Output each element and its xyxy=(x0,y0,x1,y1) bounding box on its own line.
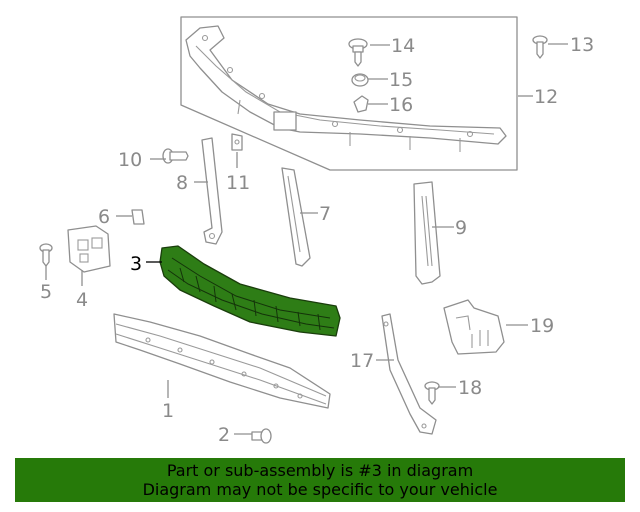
nut-part-15[interactable] xyxy=(351,73,369,87)
bumper-reinforcement-part-1[interactable] xyxy=(113,313,331,409)
bracket-part-8[interactable] xyxy=(201,137,223,245)
callout-9: 9 xyxy=(455,217,467,239)
bolt-part-5[interactable] xyxy=(39,243,53,267)
energy-absorber-part-3-highlighted[interactable] xyxy=(159,245,341,337)
callout-5: 5 xyxy=(40,281,52,303)
leader-lines xyxy=(45,43,568,435)
bracket-part-17[interactable] xyxy=(381,313,437,435)
upper-tie-bar-part-12[interactable] xyxy=(185,25,507,152)
banner-line-1: Part or sub-assembly is #3 in diagram xyxy=(166,461,474,480)
bolt-part-14[interactable] xyxy=(348,38,368,67)
callout-2: 2 xyxy=(218,424,230,446)
bolt-part-2[interactable] xyxy=(251,428,272,444)
bracket-part-4[interactable] xyxy=(67,225,111,273)
callout-6: 6 xyxy=(98,206,110,228)
banner-line-2: Diagram may not be specific to your vehi… xyxy=(142,480,498,499)
clip-part-6[interactable] xyxy=(131,209,145,225)
callout-12: 12 xyxy=(534,86,558,108)
bracket-part-7[interactable] xyxy=(281,167,311,267)
callout-7: 7 xyxy=(319,203,331,225)
bracket-part-9[interactable] xyxy=(413,181,441,285)
part-info-banner: Part or sub-assembly is #3 in diagram Di… xyxy=(15,458,625,502)
clip-part-11[interactable] xyxy=(231,133,243,151)
callout-15: 15 xyxy=(389,69,413,91)
bolt-part-18[interactable] xyxy=(424,381,440,405)
bolt-part-13[interactable] xyxy=(532,35,548,59)
callout-18: 18 xyxy=(458,377,482,399)
clip-part-16[interactable] xyxy=(353,95,369,113)
callout-1: 1 xyxy=(162,400,174,422)
callout-labels: 14 15 16 13 12 10 8 11 7 9 6 4 5 3 1 2 1… xyxy=(40,34,594,446)
parts-diagram: 14 15 16 13 12 10 8 11 7 9 6 4 5 3 1 2 1… xyxy=(39,16,594,446)
upper-tie-bar-inset-frame xyxy=(180,16,518,171)
bolt-part-10[interactable] xyxy=(162,148,189,164)
callout-11: 11 xyxy=(226,172,250,194)
callout-3: 3 xyxy=(130,253,142,275)
callout-16: 16 xyxy=(389,94,413,116)
bracket-part-19[interactable] xyxy=(443,299,505,355)
callout-10: 10 xyxy=(118,149,142,171)
callout-19: 19 xyxy=(530,315,554,337)
callout-13: 13 xyxy=(570,34,594,56)
callout-17: 17 xyxy=(350,350,374,372)
callout-14: 14 xyxy=(391,35,415,57)
callout-8: 8 xyxy=(176,172,188,194)
callout-4: 4 xyxy=(76,289,88,311)
